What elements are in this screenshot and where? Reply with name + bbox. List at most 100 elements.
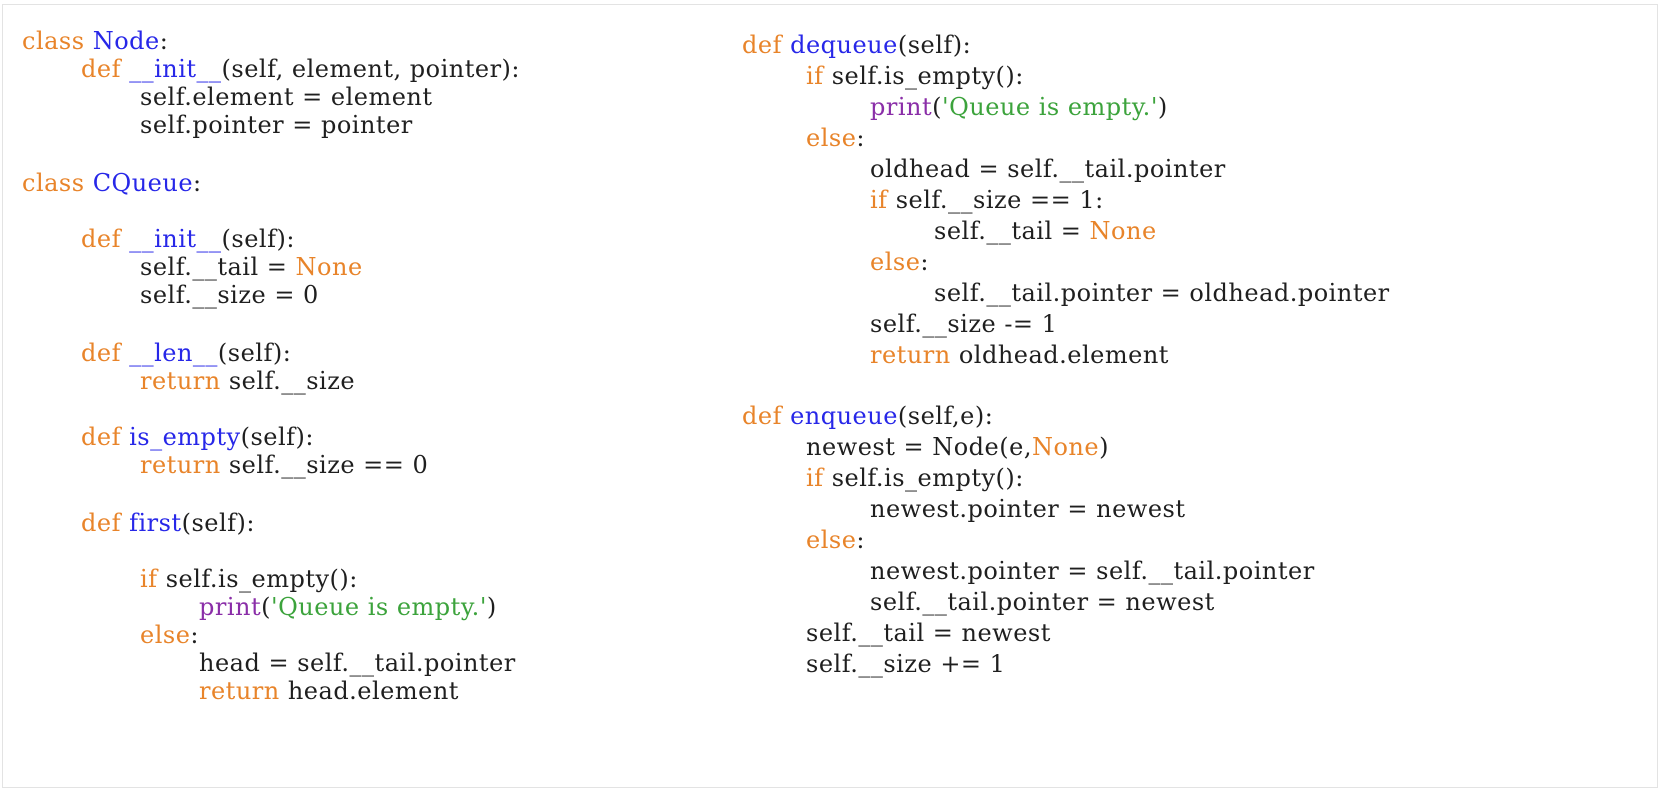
code-line: def is_empty(self): xyxy=(81,422,314,452)
code-token: self.__tail.pointer = oldhead.pointer xyxy=(934,279,1390,307)
code-line: class CQueue: xyxy=(22,168,202,198)
code-token: is_empty xyxy=(129,423,241,451)
code-token: def xyxy=(81,339,130,367)
code-line: def __len__(self): xyxy=(81,338,291,368)
code-line: newest.pointer = newest xyxy=(870,494,1186,524)
code-line: self.__size = 0 xyxy=(140,280,319,310)
code-token: : xyxy=(920,248,929,276)
code-line: self.element = element xyxy=(140,82,433,112)
code-token: None xyxy=(295,253,363,281)
code-line: self.__tail = None xyxy=(140,252,363,282)
code-token: ( xyxy=(932,93,942,121)
code-token: (self): xyxy=(181,509,255,537)
code-token: self.__size == 0 xyxy=(228,451,429,479)
code-token: 'Queue is empty.' xyxy=(271,593,487,621)
code-token: (self): xyxy=(240,423,314,451)
code-line: if self.is_empty(): xyxy=(806,463,1024,493)
code-token: oldhead = self.__tail.pointer xyxy=(870,155,1226,183)
code-token: (self, element, pointer): xyxy=(221,55,520,83)
code-token: class xyxy=(22,169,93,197)
code-token: ( xyxy=(261,593,271,621)
code-token: def xyxy=(81,225,130,253)
code-token: None xyxy=(1031,433,1100,461)
code-line: if self.is_empty(): xyxy=(140,564,358,594)
code-token: first xyxy=(129,509,182,537)
code-line: class Node: xyxy=(22,26,168,56)
code-token: (self): xyxy=(221,225,295,253)
code-token: : xyxy=(159,27,169,55)
code-token: return xyxy=(140,367,229,395)
code-token: self.__size = 0 xyxy=(140,281,319,309)
code-line: head = self.__tail.pointer xyxy=(199,648,516,678)
code-line: return self.__size == 0 xyxy=(140,450,428,480)
code-token: newest.pointer = newest xyxy=(870,495,1186,523)
code-line: return self.__size xyxy=(140,366,355,396)
code-token: oldhead.element xyxy=(958,341,1169,369)
code-token: head = self.__tail.pointer xyxy=(199,649,516,677)
code-token: None xyxy=(1089,217,1157,245)
code-token: __len__ xyxy=(129,339,218,367)
code-token: def xyxy=(81,55,130,83)
code-token: def xyxy=(81,509,130,537)
code-token: ) xyxy=(1157,93,1168,121)
code-token: self.is_empty(): xyxy=(831,464,1024,492)
code-token: self.__size -= 1 xyxy=(870,310,1058,338)
code-line: print('Queue is empty.') xyxy=(870,92,1168,122)
code-line: def __init__(self): xyxy=(81,224,295,254)
code-line: self.__tail = None xyxy=(934,216,1157,246)
code-token: (self,e): xyxy=(897,402,994,430)
code-token: : xyxy=(856,124,865,152)
code-line: def __init__(self, element, pointer): xyxy=(81,54,520,84)
code-token: __init__ xyxy=(129,225,222,253)
code-token: self.is_empty(): xyxy=(165,565,358,593)
code-token: dequeue xyxy=(790,31,898,59)
code-token: return xyxy=(140,451,229,479)
code-line: return oldhead.element xyxy=(870,340,1169,370)
code-token: class xyxy=(22,27,93,55)
code-line: newest = Node(e,None) xyxy=(806,432,1109,462)
code-token: self.element = element xyxy=(140,83,433,111)
code-token: if xyxy=(806,464,832,492)
code-token: def xyxy=(81,423,130,451)
code-token: if xyxy=(806,62,832,90)
code-token: else xyxy=(140,621,191,649)
code-token: newest = Node(e, xyxy=(806,433,1032,461)
code-token: head.element xyxy=(287,677,459,705)
code-line: else: xyxy=(870,247,929,277)
code-line: self.__tail.pointer = newest xyxy=(870,587,1215,617)
code-line: else: xyxy=(140,620,199,650)
code-token: print xyxy=(199,593,262,621)
code-line: if self.__size == 1: xyxy=(870,185,1104,215)
code-token: return xyxy=(199,677,288,705)
code-token: self.is_empty(): xyxy=(831,62,1024,90)
code-token: 'Queue is empty.' xyxy=(942,93,1158,121)
code-token: return xyxy=(870,341,959,369)
code-token: Node xyxy=(92,27,160,55)
code-line: oldhead = self.__tail.pointer xyxy=(870,154,1226,184)
code-line: return head.element xyxy=(199,676,459,706)
code-token: ) xyxy=(486,593,497,621)
code-token: def xyxy=(742,402,791,430)
code-token: ) xyxy=(1099,433,1109,461)
code-line: newest.pointer = self.__tail.pointer xyxy=(870,556,1315,586)
code-token: CQueue xyxy=(92,169,194,197)
code-line: self.pointer = pointer xyxy=(140,110,413,140)
code-line: else: xyxy=(806,525,865,555)
code-line: def enqueue(self,e): xyxy=(742,401,993,431)
code-token: else xyxy=(806,526,857,554)
code-token: self.pointer = pointer xyxy=(140,111,413,139)
code-token: __init__ xyxy=(129,55,222,83)
code-line: def first(self): xyxy=(81,508,255,538)
code-token: if xyxy=(140,565,166,593)
code-token: self.__size += 1 xyxy=(806,650,1006,678)
code-line: if self.is_empty(): xyxy=(806,61,1024,91)
code-token: if xyxy=(870,186,896,214)
code-token: else xyxy=(870,248,921,276)
code-token: self.__tail = xyxy=(140,253,296,281)
code-line: else: xyxy=(806,123,865,153)
code-line: self.__tail = newest xyxy=(806,618,1051,648)
code-token: : xyxy=(193,169,202,197)
code-token: self.__size xyxy=(228,367,356,395)
